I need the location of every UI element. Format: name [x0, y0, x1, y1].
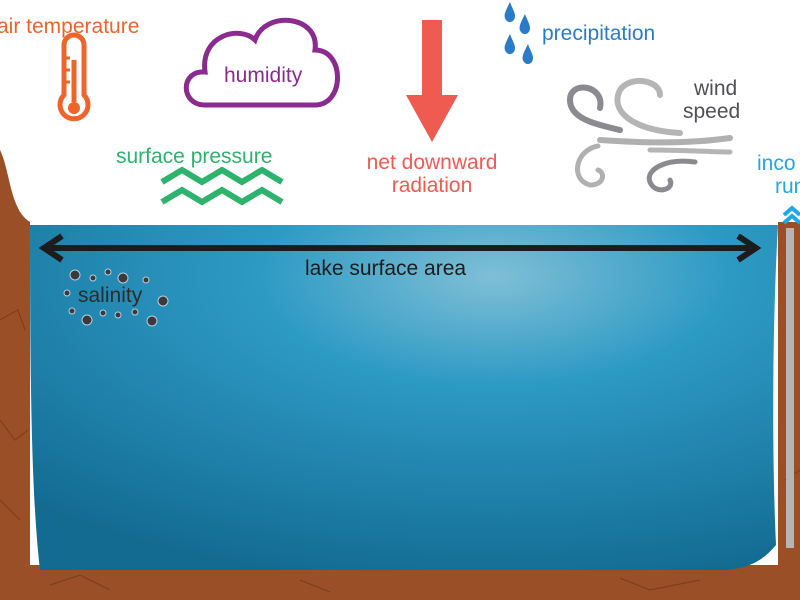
thermometer-icon: [57, 32, 91, 122]
incoming-runoff-label: inco run: [757, 152, 800, 198]
soil-bottom: [0, 565, 800, 600]
lake-surface-area-arrow: [38, 233, 762, 263]
runoff-line2: run: [775, 175, 800, 199]
lake-surface-area-label: lake surface area: [305, 257, 467, 280]
runoff-channel-arrow: [786, 228, 794, 548]
runoff-chevrons-icon: [782, 205, 800, 225]
net-downward-radiation-label: net downward radiation: [358, 151, 506, 197]
precipitation-label: precipitation: [542, 22, 656, 45]
lake-water: [30, 225, 778, 570]
wind-speed-line1: wind: [694, 77, 738, 100]
runoff-line1: inco: [757, 152, 796, 175]
air-temperature-label: air temperature: [0, 15, 140, 38]
humidity-label: humidity: [224, 64, 303, 87]
wind-speed-line2: speed: [683, 100, 741, 124]
cloud-icon: [183, 17, 340, 108]
radiation-down-arrow-icon: [406, 20, 458, 142]
wind-icon: [566, 78, 733, 193]
surface-pressure-label: surface pressure: [116, 145, 273, 168]
radiation-line1: net downward: [366, 151, 498, 174]
salinity-label: salinity: [78, 284, 143, 307]
raindrops-icon: [504, 2, 533, 65]
wind-speed-label: wind speed: [683, 77, 740, 123]
soil-left: [0, 150, 30, 600]
salinity-particles-icon: [63, 268, 169, 327]
pressure-zigzag-icon: [160, 166, 284, 206]
radiation-line2: radiation: [391, 174, 473, 198]
